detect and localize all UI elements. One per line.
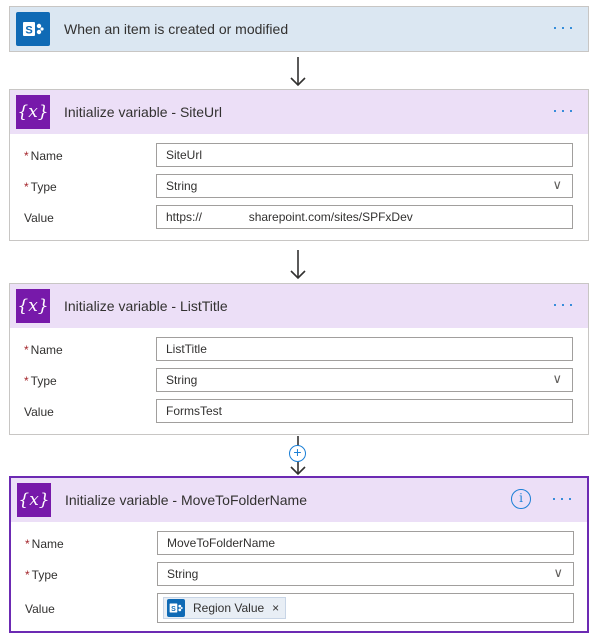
name-field[interactable]: ListTitle — [156, 337, 573, 361]
step-title: Initialize variable - MoveToFolderName — [65, 492, 307, 508]
trigger-card[interactable]: S When an item is created or modified ··… — [9, 6, 589, 52]
value-label: Value — [24, 405, 54, 419]
step-initialize-movetofoldername[interactable]: {x} Initialize variable - MoveToFolderNa… — [9, 476, 589, 633]
more-options-icon[interactable]: ··· — [552, 17, 576, 37]
required-marker: * — [24, 180, 29, 194]
value-field[interactable]: https:// sharepoint.com/sites/SPFxDev — [156, 205, 573, 229]
more-options-icon[interactable]: ··· — [552, 100, 576, 120]
value-row: Value S Region Value × — [11, 590, 587, 630]
sharepoint-icon: S — [167, 599, 185, 617]
sharepoint-icon: S — [16, 12, 50, 46]
name-field[interactable]: MoveToFolderName — [157, 531, 574, 555]
step-header[interactable]: {x} Initialize variable - ListTitle ··· — [10, 284, 588, 328]
type-label: *Type — [24, 180, 57, 194]
type-select[interactable]: String ∨ — [156, 174, 573, 198]
value-field[interactable]: S Region Value × — [157, 593, 574, 623]
more-options-icon[interactable]: ··· — [551, 488, 575, 508]
required-marker: * — [24, 374, 29, 388]
type-value: String — [166, 373, 198, 387]
type-select[interactable]: String ∨ — [156, 368, 573, 392]
svg-text:S: S — [25, 25, 32, 37]
required-marker: * — [24, 149, 29, 163]
required-marker: * — [25, 568, 30, 582]
value-row: Value FormsTest — [10, 396, 588, 427]
step-initialize-listtitle[interactable]: {x} Initialize variable - ListTitle ··· … — [9, 283, 589, 435]
chevron-down-icon: ∨ — [552, 177, 562, 192]
name-row: *Name ListTitle — [10, 334, 588, 365]
type-select[interactable]: String ∨ — [157, 562, 574, 586]
trigger-header[interactable]: S When an item is created or modified ··… — [10, 7, 588, 51]
name-row: *Name SiteUrl — [10, 140, 588, 171]
remove-token-icon[interactable]: × — [272, 601, 280, 615]
name-label: *Name — [24, 149, 63, 163]
type-row: *Type String ∨ — [10, 171, 588, 202]
value-field[interactable]: FormsTest — [156, 399, 573, 423]
value-row: Value https:// sharepoint.com/sites/SPFx… — [10, 202, 588, 233]
required-marker: * — [25, 537, 30, 551]
step-header[interactable]: {x} Initialize variable - SiteUrl ··· — [10, 90, 588, 134]
add-step-icon[interactable]: + — [289, 445, 306, 462]
type-row: *Type String ∨ — [10, 365, 588, 396]
value-label: Value — [24, 211, 54, 225]
variable-icon: {x} — [17, 483, 51, 517]
trigger-title: When an item is created or modified — [64, 21, 289, 37]
required-marker: * — [24, 343, 29, 357]
name-row: *Name MoveToFolderName — [11, 528, 587, 559]
variable-icon: {x} — [16, 95, 50, 129]
dynamic-content-token[interactable]: S Region Value × — [163, 597, 287, 619]
name-label: *Name — [25, 537, 64, 551]
value-label: Value — [25, 602, 55, 616]
down-arrow-icon — [290, 250, 306, 280]
token-label: Region Value — [193, 601, 265, 615]
step-title: Initialize variable - ListTitle — [64, 298, 228, 314]
step-header[interactable]: {x} Initialize variable - MoveToFolderNa… — [11, 478, 587, 522]
chevron-down-icon: ∨ — [552, 371, 562, 386]
type-row: *Type String ∨ — [11, 559, 587, 590]
type-label: *Type — [25, 568, 58, 582]
name-field[interactable]: SiteUrl — [156, 143, 573, 167]
info-icon[interactable]: i — [511, 489, 531, 509]
chevron-down-icon: ∨ — [553, 565, 563, 580]
type-label: *Type — [24, 374, 57, 388]
name-label: *Name — [24, 343, 63, 357]
step-title: Initialize variable - SiteUrl — [64, 104, 222, 120]
variable-icon: {x} — [16, 289, 50, 323]
svg-text:S: S — [171, 606, 176, 613]
more-options-icon[interactable]: ··· — [552, 294, 576, 314]
type-value: String — [166, 179, 198, 193]
down-arrow-icon — [290, 57, 306, 87]
type-value: String — [167, 567, 199, 581]
step-initialize-siteurl[interactable]: {x} Initialize variable - SiteUrl ··· *N… — [9, 89, 589, 241]
